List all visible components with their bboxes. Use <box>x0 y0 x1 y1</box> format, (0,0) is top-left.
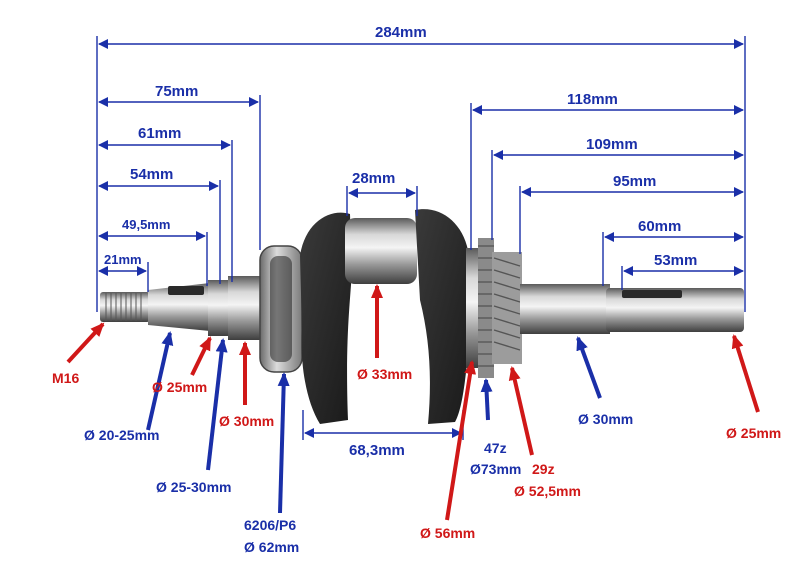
label-shaft-30-left: Ø 30mm <box>219 413 274 429</box>
dim-pin-width: 28mm <box>352 170 395 187</box>
dim-75: 75mm <box>155 83 198 100</box>
arrow-shaft-30-right <box>576 336 602 399</box>
arrow-end-25 <box>731 334 760 413</box>
dim-60: 60mm <box>638 218 681 235</box>
keyway-right <box>622 290 682 298</box>
arrow-gear29 <box>508 366 534 456</box>
dim-109: 109mm <box>586 136 638 153</box>
callout-arrows <box>66 284 760 521</box>
label-shaft-30-right: Ø 30mm <box>578 411 633 427</box>
shoulder-25 <box>208 280 230 336</box>
bearing-inner <box>270 256 292 362</box>
label-flange: Ø 56mm <box>420 525 475 541</box>
label-gear47-dia: Ø73mm <box>470 461 521 477</box>
arrow-thread <box>66 322 105 364</box>
arrow-gear47 <box>480 378 493 421</box>
gear-29z-teeth <box>493 257 521 351</box>
gear-47z-teeth <box>478 245 494 367</box>
arrow-shaft-25 <box>190 336 212 376</box>
arrow-flange <box>445 360 477 521</box>
shaft-25-end <box>606 288 744 332</box>
dim-118: 118mm <box>567 91 618 108</box>
dim-21: 21mm <box>104 252 142 267</box>
dim-54: 54mm <box>130 166 173 183</box>
label-shaft-25: Ø 25mm <box>152 379 207 395</box>
label-thread: M16 <box>52 370 79 386</box>
crankshaft-photo <box>100 209 744 424</box>
keyway-left <box>168 286 204 295</box>
dimension-lines <box>98 39 744 438</box>
label-gear29-teeth: 29z <box>532 461 555 477</box>
label-gear29-dia: Ø 52,5mm <box>514 483 581 499</box>
dim-49-5: 49,5mm <box>122 217 170 232</box>
label-end-25: Ø 25mm <box>726 425 781 441</box>
dim-95: 95mm <box>613 173 656 190</box>
label-journal-25-30: Ø 25-30mm <box>156 479 231 495</box>
gear-29z <box>492 252 522 364</box>
label-bearing-type: 6206/P6 <box>244 517 296 533</box>
shaft-30-right <box>520 284 610 334</box>
dim-total-length: 284mm <box>375 24 427 41</box>
dim-web-span: 68,3mm <box>349 442 405 459</box>
dim-61: 61mm <box>138 125 181 142</box>
arrow-taper <box>146 331 174 431</box>
arrow-bearing <box>277 372 290 514</box>
gear-47z <box>478 238 494 378</box>
thread-end <box>100 292 150 322</box>
flange-56 <box>466 248 480 368</box>
label-bearing-dia: Ø 62mm <box>244 539 299 555</box>
thread-lines <box>105 293 142 321</box>
right-web <box>415 209 470 424</box>
label-gear47-teeth: 47z <box>484 440 507 456</box>
label-taper: Ø 20-25mm <box>84 427 159 443</box>
arrow-journal-25-30 <box>206 338 228 471</box>
left-web <box>300 212 352 424</box>
journal-30 <box>228 276 262 340</box>
label-crankpin: Ø 33mm <box>357 366 412 382</box>
crank-pin <box>345 218 417 284</box>
dim-53: 53mm <box>654 252 697 269</box>
extension-lines <box>96 36 746 440</box>
